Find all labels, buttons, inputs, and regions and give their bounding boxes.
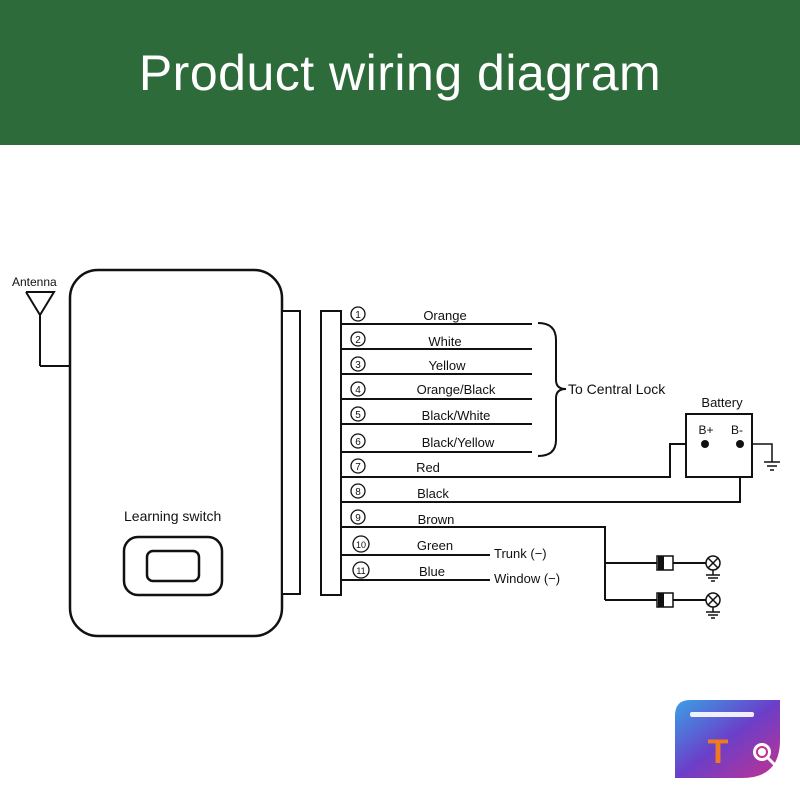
header-banner: Product wiring diagram (0, 0, 800, 145)
wire-color-label: Green (417, 538, 453, 553)
central-lock-brace (537, 322, 567, 457)
wire-number: 9 (355, 513, 361, 524)
wire-color-label: Red (416, 460, 440, 475)
battery-plus-label: B+ (698, 423, 713, 437)
wire-labels: 1 Orange 2 White 3 Yellow 4 Orange/Black… (350, 306, 496, 579)
ground-icon (706, 570, 720, 582)
wire-color-label: Black (417, 486, 449, 501)
wire-color-label: White (428, 334, 461, 349)
wire-number: 1 (355, 310, 361, 321)
learning-switch-label: Learning switch (124, 508, 221, 524)
learning-switch-button[interactable] (122, 535, 224, 597)
wire-color-label: Brown (418, 512, 455, 527)
brand-logo: T (675, 700, 780, 778)
diode-icon (656, 555, 674, 571)
logo-letter: T (708, 733, 729, 771)
antenna-icon (25, 291, 70, 367)
battery-label: Battery (701, 395, 743, 410)
wire-number: 7 (355, 462, 361, 473)
wire-color-label: Yellow (428, 358, 466, 373)
window-output-label: Window (−) (494, 571, 560, 586)
ground-icon (752, 443, 780, 471)
wire-number: 6 (355, 437, 361, 448)
harness-connector (320, 310, 342, 596)
battery-minus-terminal (736, 440, 744, 448)
wire-color-label: Orange/Black (417, 382, 496, 397)
wire-color-label: Orange (423, 308, 466, 323)
wire-number: 11 (356, 566, 365, 576)
wire-color-label: Black/White (422, 408, 491, 423)
wire-color-label: Black/Yellow (422, 435, 495, 450)
trunk-output-label: Trunk (−) (494, 546, 547, 561)
wire-number: 3 (355, 360, 361, 371)
wire-number: 4 (355, 385, 361, 396)
wire-number: 5 (355, 410, 361, 421)
ground-icon (706, 607, 720, 619)
module-connector (281, 310, 301, 595)
central-lock-label: To Central Lock (568, 381, 666, 397)
diode-icon (656, 592, 674, 608)
wire-number: 8 (355, 487, 361, 498)
lamp-icon (705, 555, 721, 571)
lamp-icon (705, 592, 721, 608)
wire-number: 10 (356, 540, 366, 550)
antenna-label: Antenna (12, 275, 57, 289)
battery-minus-label: B- (731, 423, 743, 437)
wire-number: 2 (355, 335, 361, 346)
wire-color-label: Blue (419, 564, 445, 579)
battery-plus-terminal (701, 440, 709, 448)
page-title: Product wiring diagram (138, 45, 662, 101)
